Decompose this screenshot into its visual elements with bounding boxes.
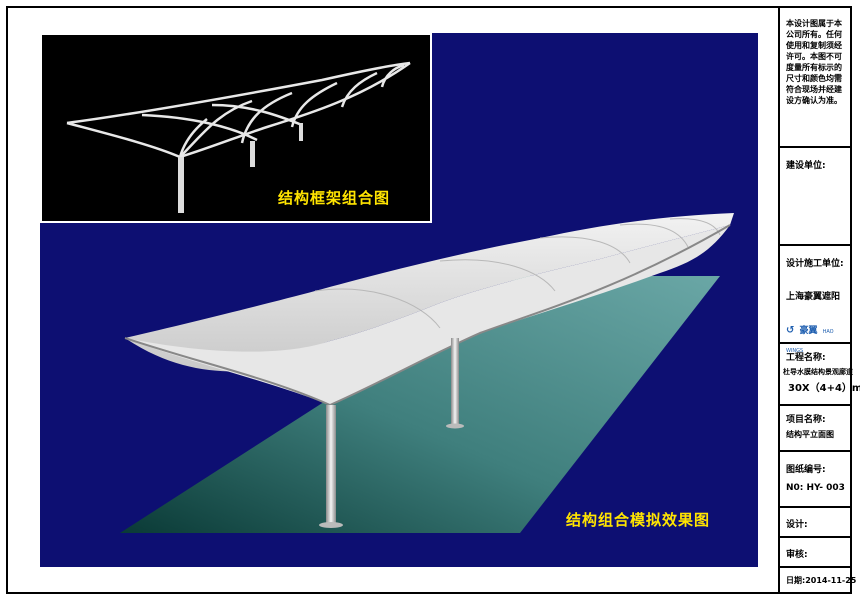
front-pole — [326, 405, 336, 525]
project-size: 30X（4+4）m — [788, 383, 860, 394]
drawing-no-value: N0: HY- 003 — [786, 483, 845, 493]
logo-mark: ↺ — [786, 325, 795, 336]
logo-text: 豪翼 — [799, 326, 818, 336]
date-value: 2014-11-25 — [805, 576, 857, 585]
membrane-roof — [125, 213, 734, 372]
rear-pole — [451, 338, 459, 426]
company-logo: ↺ 豪翼 HAO WINGS — [786, 318, 848, 354]
notice-cell: 本设计图属于本公司所有。任何使用和复制须经许可。本图不可度量所有标示的尺寸和颜色… — [780, 8, 852, 148]
designer-cell: 设计施工单位: 上海豪翼遮阳 ↺ 豪翼 HAO WINGS — [780, 246, 852, 354]
item-label: 项目名称: — [786, 415, 826, 425]
frame-wireframe — [66, 61, 411, 213]
design-cell: 设计: — [780, 508, 852, 538]
frame-inset: 结构框架组合图 — [40, 33, 432, 223]
project-cell: 工程名称: 杜导水膜结构景观廊道 30X（4+4）m — [780, 344, 860, 406]
drawing-no-cell: 图纸编号: N0: HY- 003 — [780, 452, 852, 508]
copyright-notice: 本设计图属于本公司所有。任何使用和复制须经许可。本图不可度量所有标示的尺寸和颜色… — [786, 19, 842, 105]
project-value: 杜导水膜结构景观廊道 — [783, 368, 853, 376]
logo-subtext: HAO WINGS — [786, 329, 834, 354]
render-caption: 结构组合模拟效果图 — [566, 511, 711, 529]
review-cell: 审核: — [780, 538, 852, 568]
canopy-render — [120, 213, 734, 533]
client-cell: 建设单位: — [780, 148, 852, 246]
review-label: 审核: — [786, 550, 808, 560]
design-label: 设计: — [786, 520, 808, 530]
item-value: 结构平立面图 — [786, 430, 834, 439]
frame-caption: 结构框架组合图 — [278, 189, 391, 207]
title-block: 本设计图属于本公司所有。任何使用和复制须经许可。本图不可度量所有标示的尺寸和颜色… — [778, 8, 860, 594]
client-label: 建设单位: — [786, 161, 826, 171]
date-label: 日期: — [786, 576, 806, 585]
drawing-no-label: 图纸编号: — [786, 465, 826, 475]
date-cell: 日期:2014-11-25 — [780, 568, 856, 594]
drawing-frame — [6, 6, 852, 594]
item-cell: 项目名称: 结构平立面图 — [780, 406, 852, 452]
designer-value: 上海豪翼遮阳 — [786, 292, 841, 302]
designer-label: 设计施工单位: — [786, 259, 844, 269]
ground-plane — [120, 276, 720, 533]
project-label: 工程名称: — [786, 353, 826, 363]
